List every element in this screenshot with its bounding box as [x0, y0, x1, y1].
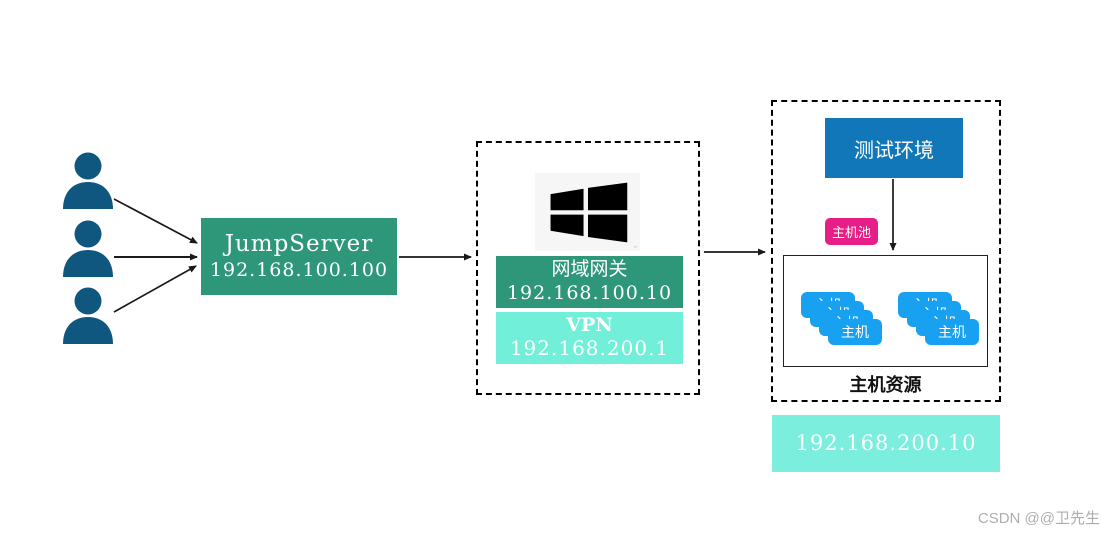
host-resources-box: 主机 主机 主机 主机 主机 主机 主机 主机 [783, 255, 988, 367]
user-icon [62, 220, 114, 283]
client-network-ip: 192.168.200.10 [795, 431, 977, 456]
windows-logo-icon: ▪▪ [535, 173, 640, 251]
gateway-node: 网域网关 192.168.100.10 [496, 256, 683, 308]
vpn-title: VPN [566, 313, 613, 336]
gateway-ip: 192.168.100.10 [506, 281, 673, 304]
jumpserver-ip: 192.168.100.100 [209, 259, 389, 281]
test-env-group-border [771, 100, 1001, 402]
host-resources-label: 主机资源 [849, 375, 922, 395]
logo-credit-mark: ▪▪ [634, 244, 637, 249]
user-icon [62, 152, 114, 215]
jumpserver-node: JumpServer 192.168.100.100 [201, 218, 397, 295]
jumpserver-title: JumpServer [224, 231, 374, 258]
user-icon [62, 287, 114, 350]
gateway-title: 网域网关 [551, 258, 628, 280]
host-card: 主机 [925, 319, 979, 345]
test-env-node: 测试环境 [825, 118, 963, 178]
host-card-label: 主机 [841, 324, 869, 340]
client-network-node: 192.168.200.10 [772, 415, 1000, 472]
host-card-label: 主机 [938, 324, 966, 340]
host-card: 主机 [828, 319, 882, 345]
vpn-node: VPN 192.168.200.1 [496, 312, 683, 364]
host-stack: 主机 主机 主机 主机 [898, 292, 979, 346]
host-pool-badge: 主机池 [825, 218, 878, 245]
vpn-ip: 192.168.200.1 [509, 336, 670, 361]
gateway-group-border [476, 141, 700, 395]
host-stack: 主机 主机 主机 主机 [801, 292, 882, 346]
test-env-title: 测试环境 [854, 139, 934, 162]
csdn-watermark: CSDN @@卫先生 [977, 510, 1100, 527]
host-pool-label: 主机池 [831, 225, 871, 240]
